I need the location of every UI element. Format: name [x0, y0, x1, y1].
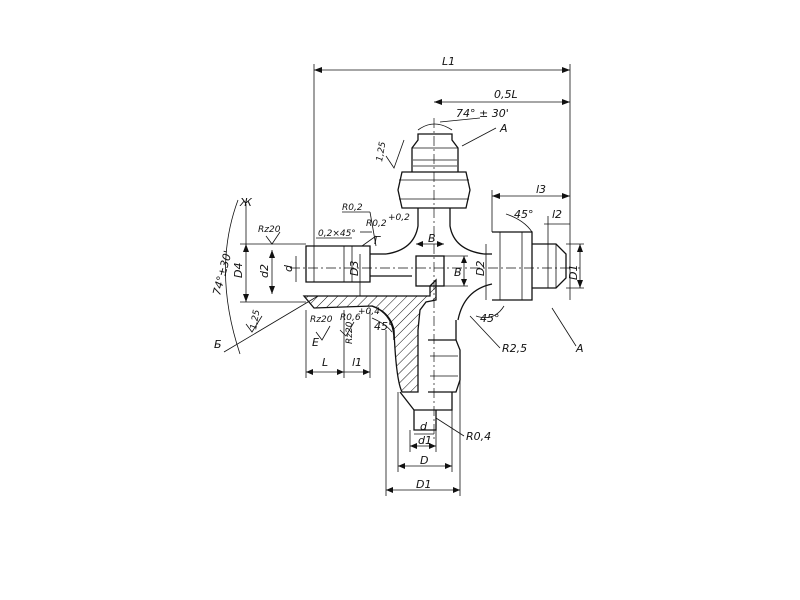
dim-D3: D3: [348, 261, 361, 276]
dim-D1-bottom: D1: [416, 478, 431, 491]
dim-d-left: d: [282, 264, 295, 272]
dim-l3: l3: [536, 183, 546, 196]
center-lines: [290, 118, 580, 440]
fitting-body: [302, 133, 567, 431]
dim-d2: d2: [258, 264, 271, 278]
dim-d1-bottom: d1: [418, 434, 432, 447]
dim-B-width: В: [428, 232, 436, 245]
label-G: Г: [374, 234, 381, 247]
dim-R02: R0,2: [342, 203, 363, 213]
dim-l2: l2: [552, 208, 562, 221]
dim-tol-plus04: +0,4: [358, 307, 380, 317]
label-A-right: А: [575, 342, 584, 355]
dim-D4: D4: [232, 263, 245, 278]
dim-R25: R2,5: [502, 342, 527, 355]
dim-R06: R0,6: [340, 313, 361, 323]
dim-D2: D2: [474, 261, 487, 276]
label-A-top: А: [499, 122, 508, 135]
dim-L-small: L: [322, 356, 328, 369]
dimension-lines: [223, 64, 584, 496]
dim-d-bottom: d: [420, 420, 428, 433]
dim-tol-plus02: +0,2: [388, 213, 410, 223]
label-ZH: Ж: [239, 196, 253, 209]
dim-angle-45-mid: 45°: [374, 320, 394, 333]
dimension-labels: L1 0,5L 74° ± 30' А l3 l2 45° 45° 45° D1…: [210, 55, 583, 491]
dim-l1: l1: [352, 356, 362, 369]
roughness-3: Rz20: [310, 315, 333, 325]
roughness-2: Rz20: [258, 225, 281, 235]
dim-angle-45-bot: 45°: [480, 312, 500, 325]
label-B-cut: Б: [214, 338, 222, 351]
dim-angle-top: 74° ± 30': [456, 107, 509, 120]
roughness-symbols: [245, 139, 405, 341]
label-E: Е: [312, 336, 319, 349]
dim-D1-right: D1: [567, 265, 580, 280]
dim-chamfer: 0,2×45°: [318, 229, 356, 239]
roughness-4: Rz20: [345, 321, 355, 344]
dim-D-bottom: D: [420, 454, 428, 467]
roughness-5: 1,25: [249, 309, 262, 331]
dim-half-L: 0,5L: [494, 88, 518, 101]
dim-R04: R0,4: [466, 430, 491, 443]
dim-angle-45-top: 45°: [514, 208, 534, 221]
dim-B-height: В: [454, 266, 462, 279]
roughness-1: 1,25: [375, 141, 388, 163]
dim-R02-tol: R0,2: [366, 219, 387, 229]
dim-L1: L1: [442, 55, 455, 68]
